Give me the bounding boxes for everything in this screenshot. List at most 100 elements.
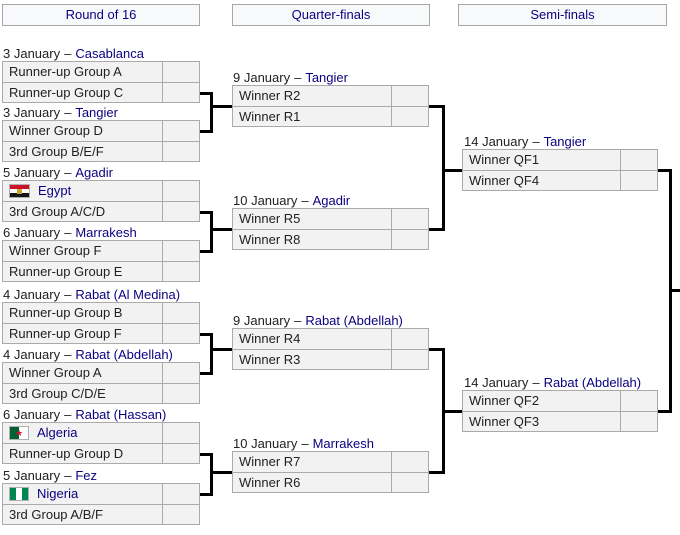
score-cell — [620, 412, 657, 431]
score-cell — [162, 505, 199, 524]
team-row: Winner R8 — [233, 229, 428, 249]
venue-link[interactable]: Casablanca — [75, 46, 144, 61]
column-header-round-of-16: Round of 16 — [2, 4, 200, 26]
column-header-quarter-finals: Quarter-finals — [232, 4, 430, 26]
team-row: Winner Group A — [3, 363, 199, 383]
match-date: 9 January — [233, 313, 291, 328]
score-cell — [162, 202, 199, 221]
bracket-connector-line — [210, 211, 213, 253]
score-cell — [162, 83, 199, 102]
team-row: Winner R1 — [233, 106, 428, 126]
score-cell — [162, 62, 199, 82]
column-header-semi-finals: Semi-finals — [458, 4, 667, 26]
venue-link[interactable]: Rabat (Abdellah) — [305, 313, 403, 328]
team-row: Winner QF4 — [463, 170, 657, 190]
team-name: Winner R4 — [239, 331, 301, 346]
score-cell — [620, 171, 657, 190]
venue-link[interactable]: Tangier — [305, 70, 348, 85]
team-name: Winner Group A — [9, 365, 102, 380]
team-row: Runner-up Group B — [3, 303, 199, 323]
match-date: 4 January — [3, 347, 61, 362]
match-label: 9 January–Tangier — [233, 70, 348, 85]
team-name: Winner QF4 — [469, 172, 540, 188]
venue-link[interactable]: Tangier — [75, 105, 118, 120]
score-cell — [162, 363, 199, 383]
team-name: Winner R5 — [239, 211, 301, 226]
match-label: 9 January–Rabat (Abdellah) — [233, 313, 403, 328]
venue-link[interactable]: Agadir — [75, 165, 113, 180]
team-link[interactable]: Algeria — [37, 425, 78, 440]
team-name: 3rd Group B/E/F — [9, 143, 104, 159]
match-label: 6 January–Rabat (Hassan) — [3, 407, 166, 422]
team-name: Winner R3 — [239, 351, 301, 367]
r16-match-4: Winner Group F Runner-up Group E — [2, 240, 200, 282]
bracket-connector-line — [658, 410, 672, 413]
egypt-flag-icon — [9, 184, 30, 198]
venue-link[interactable]: Marrakesh — [75, 225, 137, 240]
dash: – — [294, 313, 302, 328]
team-row: Winner Group F — [3, 241, 199, 261]
dash: – — [532, 134, 540, 149]
bracket-connector-line — [210, 348, 232, 351]
team-name: Winner R7 — [239, 454, 301, 469]
team-row: Winner QF1 — [463, 150, 657, 170]
r16-match-5: Runner-up Group B Runner-up Group F — [2, 302, 200, 344]
team-name: Egypt — [3, 181, 162, 201]
score-cell — [162, 241, 199, 261]
dash: – — [64, 225, 72, 240]
dash: – — [64, 347, 72, 362]
venue-link[interactable]: Rabat (Al Medina) — [75, 287, 181, 302]
venue-link[interactable]: Marrakesh — [312, 436, 374, 451]
team-name: Algeria — [3, 423, 162, 443]
score-cell — [162, 444, 199, 463]
team-row: Winner R7 — [233, 452, 428, 472]
team-row: Algeria — [3, 423, 199, 443]
team-name: 3rd Group C/D/E — [9, 385, 106, 401]
match-date: 6 January — [3, 225, 61, 240]
team-name: Runner-up Group A — [9, 64, 122, 79]
team-row: Runner-up Group F — [3, 323, 199, 343]
team-row: Egypt — [3, 181, 199, 201]
team-name: Winner QF2 — [469, 393, 540, 408]
team-row: Runner-up Group E — [3, 261, 199, 281]
team-name: Winner R6 — [239, 474, 301, 490]
venue-link[interactable]: Agadir — [312, 193, 351, 208]
r16-match-6: Winner Group A 3rd Group C/D/E — [2, 362, 200, 404]
dash: – — [64, 165, 72, 180]
venue-link[interactable]: Rabat (Abdellah) — [75, 347, 173, 362]
venue-link[interactable]: Tangier — [543, 134, 587, 149]
team-row: Runner-up Group A — [3, 62, 199, 82]
bracket-connector-line — [658, 169, 672, 172]
team-row: 3rd Group A/B/F — [3, 504, 199, 524]
score-cell — [162, 324, 199, 343]
team-name: 3rd Group A/B/F — [9, 506, 103, 522]
team-link[interactable]: Nigeria — [37, 486, 79, 501]
sf-match-1: Winner QF1 Winner QF4 — [462, 149, 658, 191]
qf-match-2: Winner R5 Winner R8 — [232, 208, 429, 250]
r16-match-7: Algeria Runner-up Group D — [2, 422, 200, 464]
team-link[interactable]: Egypt — [38, 183, 72, 198]
score-cell — [162, 181, 199, 201]
team-row: Winner QF3 — [463, 411, 657, 431]
algeria-flag-icon — [9, 426, 29, 440]
match-label: 10 January–Marrakesh — [233, 436, 374, 451]
team-name: Winner R8 — [239, 231, 301, 247]
match-label: 14 January–Rabat (Abdellah) — [464, 375, 641, 390]
venue-link[interactable]: Rabat (Hassan) — [75, 407, 167, 422]
team-row: Winner QF2 — [463, 391, 657, 411]
match-label: 5 January–Agadir — [3, 165, 113, 180]
match-label: 3 January–Casablanca — [3, 46, 144, 61]
bracket-connector-line — [200, 453, 213, 456]
score-cell — [620, 150, 657, 170]
bracket-connector-line — [210, 333, 213, 375]
bracket-connector-line — [669, 289, 680, 292]
team-row: Runner-up Group D — [3, 443, 199, 463]
dash: – — [64, 105, 72, 120]
bracket-connector-line — [429, 105, 445, 108]
venue-link[interactable]: Rabat (Abdellah) — [543, 375, 642, 390]
match-date: 14 January — [464, 375, 529, 390]
bracket-connector-line — [210, 453, 213, 496]
team-row: Winner R2 — [233, 86, 428, 106]
venue-link[interactable]: Fez — [75, 468, 97, 483]
